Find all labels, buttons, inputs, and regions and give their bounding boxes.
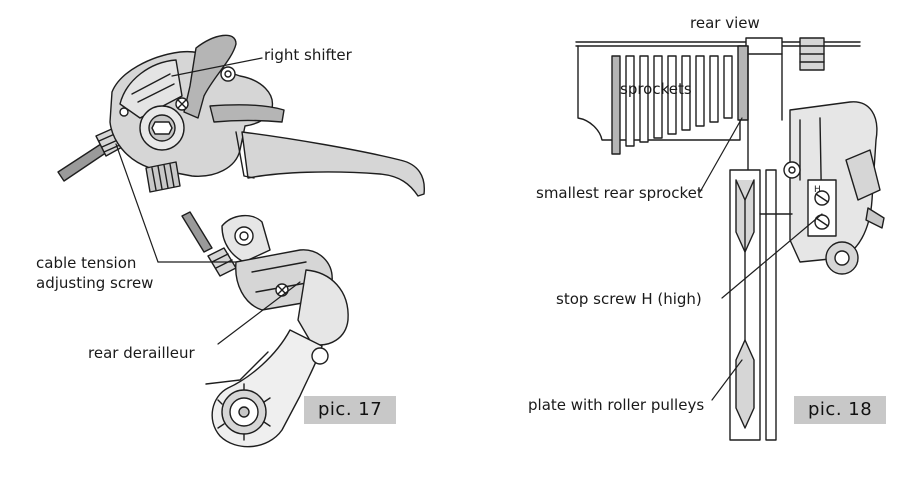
- label-rear-view: rear view: [690, 14, 760, 32]
- badge-pic17: pic. 17: [304, 396, 397, 424]
- label-cable-tension-2: adjusting screw: [36, 274, 154, 292]
- label-cable-tension-1: cable tension: [36, 254, 137, 272]
- screw-letter: H: [814, 185, 821, 195]
- leader-lines: [115, 57, 823, 401]
- label-sprockets: sprockets: [620, 80, 692, 98]
- shifter-drawing: [57, 34, 425, 197]
- label-right-shifter: right shifter: [264, 46, 352, 64]
- label-smallest-sprocket: smallest rear sprocket: [536, 184, 703, 202]
- label-rear-derailleur: rear derailleur: [88, 344, 195, 362]
- label-plate-pulleys: plate with roller pulleys: [528, 396, 705, 414]
- rear-view-drawing: [575, 37, 885, 441]
- badge-pic18: pic. 18: [794, 396, 887, 424]
- label-stop-screw: stop screw H (high): [556, 290, 702, 308]
